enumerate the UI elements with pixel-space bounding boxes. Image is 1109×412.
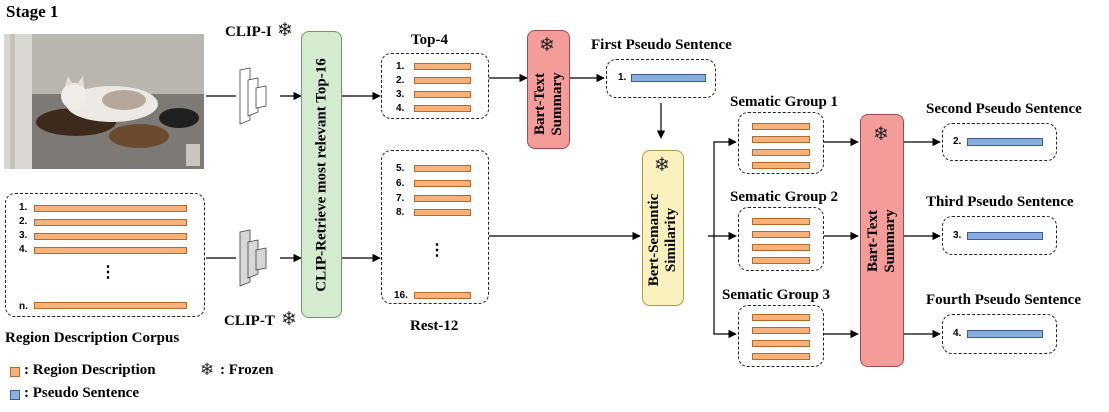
region-bar (752, 231, 810, 238)
legend-region-swatch (10, 367, 20, 377)
region-bar (752, 257, 810, 264)
bert-similarity-box: ❄ Bert-Semantic Similarity (642, 150, 684, 306)
top4-num: 4. (396, 103, 405, 114)
region-bar (34, 302, 187, 309)
region-bar (752, 244, 810, 251)
region-bar (34, 205, 187, 212)
first-sentence-box (606, 59, 716, 98)
group-title: Sematic Group 2 (730, 189, 839, 205)
first-sentence-num: 1. (618, 72, 627, 83)
clip-i-label: CLIP-I (225, 24, 272, 40)
group-title: Sematic Group 3 (722, 287, 831, 303)
output-num: 2. (953, 136, 962, 147)
output-title: Third Pseudo Sentence (926, 194, 1074, 210)
retrieve-box: CLIP-Retrieve most relevant Top-16 (301, 31, 342, 318)
bart-summary-label: Bart-Text Summary (865, 208, 898, 273)
region-bar (414, 77, 471, 84)
region-bar (752, 353, 810, 360)
top4-num: 3. (396, 89, 405, 100)
legend-pseudo-label: : Pseudo Sentence (24, 385, 139, 401)
corpus-ellipsis: ⋮ (100, 264, 116, 281)
snowflake-icon: ❄ (281, 308, 297, 330)
corpus-num: 1. (19, 202, 28, 213)
top4-title: Top-4 (411, 32, 448, 48)
pseudo-bar (967, 330, 1043, 338)
region-bar (34, 247, 187, 254)
region-bar (414, 91, 471, 98)
bart-summary-box: ❄ Bart-Text Summary (527, 30, 570, 149)
region-bar (752, 162, 810, 169)
corpus-box (5, 193, 205, 317)
group-box (738, 305, 824, 367)
region-bar (414, 165, 471, 172)
rest12-num: 16. (394, 290, 408, 301)
region-bar (752, 149, 810, 156)
snowflake-icon: ❄ (654, 154, 670, 176)
snowflake-icon: ❄ (277, 19, 293, 41)
corpus-num: n. (19, 301, 28, 312)
bert-similarity-label: Bert-Semantic Similarity (646, 194, 679, 287)
legend-region-label: : Region Description (24, 362, 156, 378)
group-box (738, 207, 824, 271)
corpus-num: 3. (19, 230, 28, 241)
output-box (942, 216, 1057, 255)
rest12-title: Rest-12 (410, 318, 459, 334)
corpus-num: 2. (19, 216, 28, 227)
output-num: 4. (953, 328, 962, 339)
group-box (738, 112, 824, 174)
bart-summary-label: Bart-Text Summary (531, 71, 565, 136)
input-photo (4, 34, 204, 169)
region-bar (414, 105, 471, 112)
top4-box (381, 53, 489, 119)
top4-num: 1. (396, 61, 405, 72)
pseudo-bar (967, 232, 1043, 240)
region-bar (414, 63, 471, 70)
bart-summary-box: ❄ Bart-Text Summary (860, 114, 904, 367)
image-encoder-icon (239, 67, 267, 125)
output-title: Fourth Pseudo Sentence (926, 292, 1081, 308)
pseudo-bar (967, 138, 1043, 146)
output-box (942, 123, 1057, 161)
first-sentence-title: First Pseudo Sentence (591, 37, 732, 53)
region-bar (414, 180, 471, 187)
output-box (942, 314, 1057, 354)
rest12-ellipsis: ⋮ (429, 242, 445, 259)
clip-t-label: CLIP-T (224, 313, 275, 329)
rest12-num: 5. (396, 163, 405, 174)
region-bar (752, 218, 810, 225)
rest12-num: 6. (396, 178, 405, 189)
snowflake-icon: ❄ (539, 34, 555, 56)
region-bar (752, 314, 810, 321)
region-bar (752, 136, 810, 143)
pseudo-bar (631, 74, 706, 82)
legend-pseudo-swatch (10, 390, 20, 400)
stage-title: Stage 1 (6, 2, 59, 21)
text-encoder-icon (239, 229, 267, 287)
snowflake-icon: ❄ (200, 360, 215, 380)
corpus-num: 4. (19, 244, 28, 255)
rest12-num: 8. (396, 207, 405, 218)
group-title: Sematic Group 1 (730, 94, 839, 110)
output-title: Second Pseudo Sentence (926, 101, 1082, 117)
region-bar (414, 292, 471, 299)
snowflake-icon: ❄ (873, 123, 889, 145)
region-bar (34, 233, 187, 240)
region-bar (752, 327, 810, 334)
rest12-num: 7. (396, 193, 405, 204)
region-bar (752, 340, 810, 347)
output-num: 3. (953, 230, 962, 241)
region-bar (34, 219, 187, 226)
corpus-caption: Region Description Corpus (5, 330, 180, 346)
legend-frozen-label: : Frozen (220, 362, 274, 378)
region-bar (414, 209, 471, 216)
region-bar (752, 123, 810, 130)
retrieve-label: CLIP-Retrieve most relevant Top-16 (313, 57, 329, 292)
rest12-box (381, 150, 489, 304)
region-bar (414, 195, 471, 202)
top4-num: 2. (396, 75, 405, 86)
